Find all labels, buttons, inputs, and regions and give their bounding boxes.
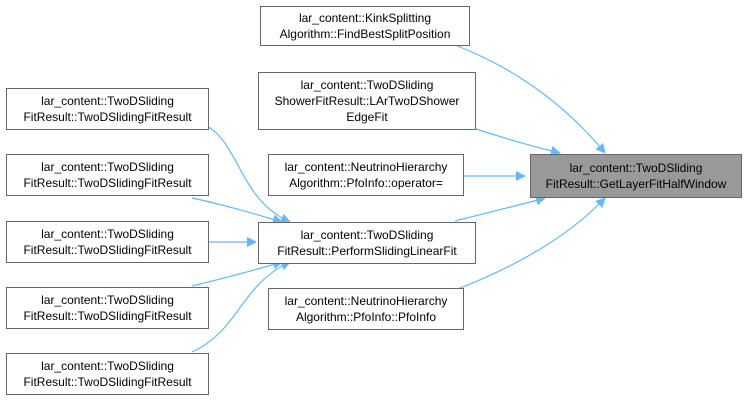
node-label-line2: Algorithm::PfoInfo::operator=: [289, 176, 443, 190]
node-two-d-sliding-fit-result-ctor-2[interactable]: lar_content::TwoDSliding FitResult::TwoD…: [6, 154, 209, 196]
edge-kink-to-target: [454, 44, 606, 154]
node-label-line2: FitResult::TwoDSlidingFitResult: [23, 176, 192, 190]
node-two-d-sliding-fit-result-ctor-4[interactable]: lar_content::TwoDSliding FitResult::TwoD…: [6, 287, 209, 329]
node-label-line1: lar_content::TwoDSliding: [569, 161, 703, 175]
edge-ctor1-to-perform: [206, 125, 291, 223]
node-find-best-split-position[interactable]: lar_content::KinkSplitting Algorithm::Fi…: [260, 6, 470, 46]
edge-ctor5-to-perform: [191, 261, 291, 353]
edge-perform-to-target: [454, 195, 546, 222]
node-label-line2: FitResult::TwoDSlidingFitResult: [23, 309, 192, 323]
node-perform-sliding-linear-fit[interactable]: lar_content::TwoDSliding FitResult::Perf…: [258, 222, 476, 264]
node-label-line1: lar_content::NeutrinoHierarchy: [284, 160, 448, 174]
node-label-line2: FitResult::GetLayerFitHalfWindow: [545, 177, 727, 191]
node-label-line2: Algorithm::FindBestSplitPosition: [279, 27, 451, 41]
node-label-line1: lar_content::TwoDSliding: [41, 160, 174, 174]
node-two-d-sliding-fit-result-ctor-5[interactable]: lar_content::TwoDSliding FitResult::TwoD…: [6, 353, 209, 395]
node-pfo-info-constructor[interactable]: lar_content::NeutrinoHierarchy Algorithm…: [268, 288, 464, 330]
node-label-line1: lar_content::TwoDSliding: [41, 359, 174, 373]
node-label-line1: lar_content::TwoDSliding: [41, 227, 174, 241]
node-get-layer-fit-half-window: lar_content::TwoDSliding FitResult::GetL…: [530, 154, 742, 198]
node-two-d-sliding-fit-result-ctor-3[interactable]: lar_content::TwoDSliding FitResult::TwoD…: [6, 221, 209, 263]
node-label-line2: FitResult::TwoDSlidingFitResult: [23, 243, 192, 257]
node-pfo-info-operator-assign[interactable]: lar_content::NeutrinoHierarchy Algorithm…: [268, 154, 464, 196]
edge-ctor4-to-perform: [191, 259, 283, 287]
node-label-line1: lar_content::TwoDSliding: [41, 293, 174, 307]
node-two-d-sliding-fit-result-ctor-1[interactable]: lar_content::TwoDSliding FitResult::TwoD…: [6, 88, 209, 130]
edge-shower-to-target: [475, 128, 561, 156]
node-lar-two-d-shower-edge-fit[interactable]: lar_content::TwoDSliding ShowerFitResult…: [258, 72, 476, 130]
node-label-line1: lar_content::TwoDSliding: [300, 78, 434, 92]
node-label-line1: lar_content::NeutrinoHierarchy: [284, 294, 448, 308]
node-label-line2: FitResult::TwoDSlidingFitResult: [23, 110, 192, 124]
node-label-line2: FitResult::TwoDSlidingFitResult: [23, 375, 192, 389]
node-label-line1: lar_content::KinkSplitting: [298, 11, 432, 25]
node-label-line1: lar_content::TwoDSliding: [300, 228, 434, 242]
edge-ctor2-to-perform: [191, 197, 283, 225]
node-label-line3: EdgeFit: [346, 110, 388, 124]
node-label-line2: Algorithm::PfoInfo::PfoInfo: [295, 310, 437, 324]
node-label-line2: ShowerFitResult::LArTwoDShower: [274, 94, 460, 108]
edge-pfoinfo-to-target: [454, 197, 606, 291]
node-label-line1: lar_content::TwoDSliding: [41, 94, 174, 108]
node-label-line2: FitResult::PerformSlidingLinearFit: [277, 244, 457, 258]
